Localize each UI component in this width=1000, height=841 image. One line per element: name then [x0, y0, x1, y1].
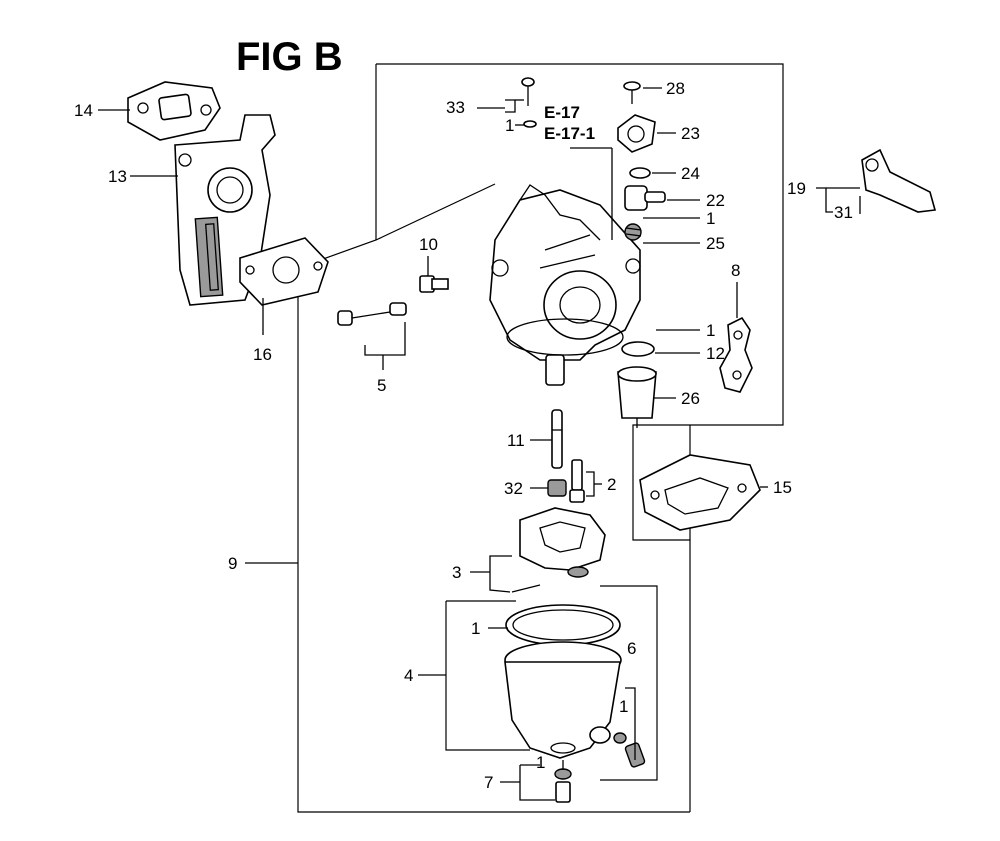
- part-11-needle: [551, 409, 563, 469]
- callout-24: 24: [681, 164, 700, 183]
- part-26-filter: [617, 366, 657, 428]
- callout-22: 22: [706, 191, 725, 210]
- leader-lines: [98, 87, 860, 801]
- part-3-float: [511, 507, 606, 593]
- callout-4-qty: 1: [471, 619, 480, 638]
- callout-7: 7: [484, 773, 493, 792]
- callout-25: 25: [706, 234, 725, 253]
- callout-4: 4: [404, 666, 413, 685]
- part-32-jet: [547, 479, 567, 497]
- callout-9: 9: [228, 554, 237, 573]
- callout-12-qty: 1: [706, 321, 715, 340]
- part-22-holder: [624, 185, 666, 211]
- callout-31: 31: [834, 203, 853, 222]
- figure-title: FIG B: [236, 35, 343, 79]
- callout-28: 28: [666, 79, 685, 98]
- part-5-pilot-screw: [337, 302, 407, 326]
- part-25-spring: [624, 223, 642, 241]
- callout-13: 13: [108, 167, 127, 186]
- part-14-gasket: [127, 81, 221, 141]
- callout-5: 5: [377, 376, 386, 395]
- part-15-gasket: [639, 454, 761, 531]
- part-23-cover: [617, 114, 656, 153]
- part-2-jet: [569, 459, 585, 503]
- callout-11: 11: [507, 431, 525, 450]
- callout-6-qty: 1: [619, 697, 628, 716]
- part-16-gasket: [239, 237, 329, 306]
- callout-8: 8: [731, 261, 740, 280]
- callout-10: 10: [419, 235, 438, 254]
- callout-33: 33: [446, 98, 465, 117]
- callout-25-qty: 1: [706, 209, 715, 228]
- callout-12: 12: [706, 344, 725, 363]
- part-7-bolt: [554, 760, 572, 803]
- bowl-group-frame-4: [445, 585, 658, 781]
- reference-e17-1: E-17-1: [544, 124, 595, 143]
- callout-32: 32: [504, 479, 523, 498]
- part-10-screw: [419, 275, 449, 293]
- reference-e17: E-17: [544, 103, 580, 122]
- callout-23: 23: [681, 124, 700, 143]
- callout-2: 2: [607, 475, 616, 494]
- callout-14: 14: [74, 101, 93, 120]
- callout-7-qty: 1: [536, 753, 545, 772]
- part-8-gasket-set: [719, 316, 753, 393]
- callout-16: 16: [253, 345, 272, 364]
- part-33-screw: [521, 77, 537, 128]
- carburetor-body: [489, 184, 641, 386]
- part-28-screw: [623, 81, 641, 104]
- callout-3: 3: [452, 563, 461, 582]
- part-4-float-bowl: [504, 604, 622, 759]
- callout-26: 26: [681, 389, 700, 408]
- part-24-oring: [629, 167, 651, 179]
- callout-19: 19: [787, 179, 806, 198]
- part-6-drain-screw: [613, 732, 646, 768]
- part-19-choke-lever: [859, 148, 937, 214]
- callout-6: 6: [627, 639, 636, 658]
- callout-15: 15: [773, 478, 792, 497]
- part-12-oring: [621, 341, 655, 357]
- callout-33-qty: 1: [505, 116, 514, 135]
